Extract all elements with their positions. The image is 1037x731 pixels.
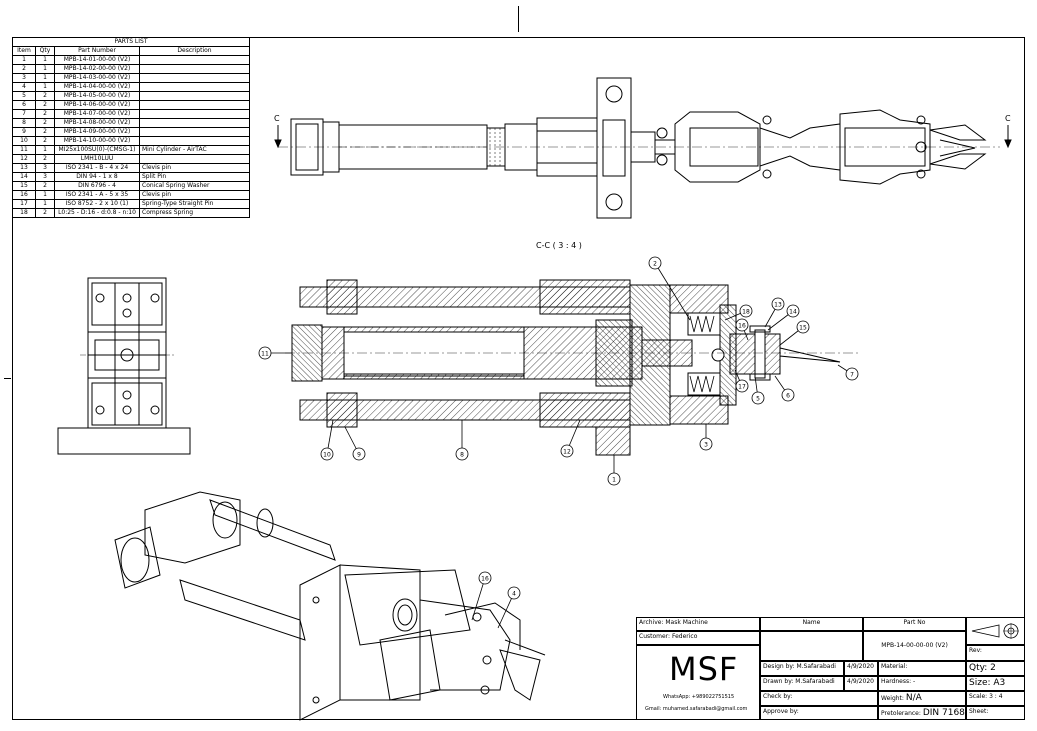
balloon-label: 18 bbox=[742, 309, 750, 316]
part-no-cell: MPB-14-00-00-00 (V2) bbox=[863, 631, 966, 661]
company-logo: MSF bbox=[669, 650, 739, 688]
section-title: C-C ( 3 : 4 ) bbox=[536, 241, 582, 250]
weight-value: N/A bbox=[905, 693, 922, 703]
balloon-leader bbox=[471, 577, 486, 621]
balloon-label: 7 bbox=[850, 372, 854, 379]
name-header: Name bbox=[760, 617, 863, 631]
balloon-circle bbox=[786, 304, 800, 318]
balloon-circle bbox=[699, 437, 713, 451]
pretolerance-cell: Pretolerance: DIN 7168f bbox=[878, 706, 966, 720]
iso-view bbox=[114, 491, 546, 721]
center-mark-left bbox=[4, 378, 11, 379]
size-cell: Size: A3 bbox=[966, 676, 1025, 691]
weight-label: Weight: bbox=[881, 695, 904, 702]
balloon-label: 3 bbox=[704, 442, 708, 449]
section-marker-left: C bbox=[274, 114, 280, 123]
balloon-label: 12 bbox=[563, 449, 571, 456]
balloon-circle bbox=[781, 388, 795, 402]
balloon-label: 11 bbox=[261, 351, 269, 358]
balloon-circle bbox=[845, 367, 859, 381]
balloon-label: 6 bbox=[786, 393, 790, 400]
balloon-label: 17 bbox=[738, 384, 746, 391]
section-view bbox=[285, 279, 860, 456]
balloon-circle bbox=[352, 447, 366, 461]
balloon-circle bbox=[258, 346, 272, 360]
logo-cell: MSF WhatsApp: +989022751515 Gmail: muham… bbox=[636, 645, 760, 720]
drawing-frame bbox=[12, 37, 1025, 720]
balloon-circle bbox=[607, 472, 621, 486]
balloon-circle bbox=[735, 379, 749, 393]
side-view bbox=[57, 277, 191, 455]
material-cell: Material: bbox=[878, 661, 966, 676]
balloon-label: 15 bbox=[799, 325, 807, 332]
balloon-label: 10 bbox=[323, 452, 331, 459]
balloon-circle bbox=[455, 447, 469, 461]
design-by: Design by: M.Safarabadi bbox=[760, 661, 844, 676]
part-no-header: Part No bbox=[863, 617, 966, 631]
qty-cell: Qty: 2 bbox=[966, 661, 1025, 676]
archive-cell: Archive: Mask Machine bbox=[636, 617, 760, 631]
balloon-label: 9 bbox=[357, 452, 361, 459]
projection-symbol bbox=[966, 617, 1025, 645]
check-by: Check by: bbox=[760, 691, 878, 706]
pretolerance-value: DIN 7168f bbox=[922, 708, 966, 718]
design-date: 4/9/2020 bbox=[844, 661, 878, 676]
balloon-circle bbox=[478, 571, 492, 585]
projection-icon bbox=[971, 623, 1019, 639]
balloon-label: 16 bbox=[738, 323, 746, 330]
center-mark-top bbox=[518, 6, 519, 32]
cell-description: Compress Spring bbox=[139, 208, 250, 218]
balloon-circle bbox=[648, 256, 662, 270]
balloon-label: 8 bbox=[460, 452, 464, 459]
rev-cell: Rev: bbox=[966, 645, 1025, 661]
balloon-label: 1 bbox=[612, 477, 616, 484]
pretolerance-label: Pretolerance: bbox=[881, 710, 921, 717]
whatsapp-text: WhatsApp: +989022751515 bbox=[663, 694, 735, 700]
iso-balloons: 16 4 bbox=[471, 571, 521, 629]
balloon-circle bbox=[507, 586, 521, 600]
parts-list-table: PARTS LIST Item Qty Part Number Descript… bbox=[12, 37, 250, 218]
balloon-circle bbox=[796, 320, 810, 334]
balloon-circle bbox=[751, 391, 765, 405]
balloon-circle bbox=[735, 318, 749, 332]
section-balloons: 2 18 13 14 16 15 11 7 17 5 6 10 9 8 12 3 1 bbox=[258, 256, 859, 486]
approve-by: Approve by: bbox=[760, 706, 878, 720]
balloon-label: 16 bbox=[481, 576, 489, 583]
drawn-date: 4/9/2020 bbox=[844, 676, 878, 691]
balloon-label: 2 bbox=[653, 261, 657, 268]
balloon-label: 5 bbox=[756, 396, 760, 403]
balloon-circle bbox=[739, 304, 753, 318]
balloon-circle bbox=[771, 297, 785, 311]
balloon-leader bbox=[654, 262, 691, 321]
drawn-by: Drawn by: M.Safarabadi bbox=[760, 676, 844, 691]
balloon-circle bbox=[560, 444, 574, 458]
balloon-circle bbox=[320, 447, 334, 461]
gmail-text: Gmail: muhamed.safarabadi@gmail.com bbox=[645, 706, 748, 712]
sheet-cell: Sheet: bbox=[966, 706, 1025, 720]
customer-cell: Customer: Federico bbox=[636, 631, 760, 645]
section-marker-right: C bbox=[1005, 114, 1011, 123]
title-block: Archive: Mask Machine Customer: Federico… bbox=[636, 617, 1025, 720]
balloon-label: 14 bbox=[789, 309, 797, 316]
top-view bbox=[274, 77, 1012, 219]
scale-cell: Scale: 3 : 4 bbox=[966, 691, 1025, 706]
hardness-cell: Hardness: - bbox=[878, 676, 966, 691]
balloon-label: 13 bbox=[774, 302, 782, 309]
weight-cell: Weight: N/A bbox=[878, 691, 966, 706]
name-cell bbox=[760, 631, 863, 661]
balloon-label: 4 bbox=[512, 591, 516, 598]
